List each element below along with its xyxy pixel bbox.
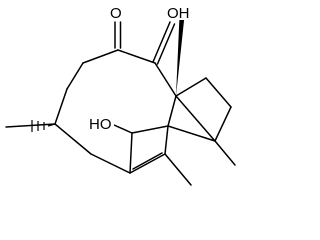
bond-c8-methyl bbox=[164, 153, 192, 186]
bond-c14-c15 bbox=[214, 106, 232, 142]
bond-c15-c10 bbox=[167, 125, 216, 142]
molecule-structure-canvas: O OH HO bbox=[5, 4, 236, 186]
bond-c10-c7 bbox=[131, 125, 169, 134]
bond-c4-c5 bbox=[54, 123, 92, 155]
atom-label-hydroxyl-top: OH bbox=[167, 5, 190, 22]
bond-c6-c8-double bbox=[132, 152, 163, 170]
bond-c15-c11 bbox=[175, 95, 216, 142]
bond-c11-c10 bbox=[167, 95, 177, 127]
carbonyl-bond-right-a bbox=[152, 21, 171, 63]
hydroxyl-wedge-top bbox=[176, 16, 185, 96]
bond-c3-c4 bbox=[54, 88, 68, 125]
bond-c15-methyl bbox=[214, 140, 236, 166]
bond-c1-c2 bbox=[82, 49, 119, 64]
bond-c7-oh bbox=[113, 124, 133, 134]
atom-labels: O OH HO bbox=[88, 4, 190, 133]
bond-c2-c3 bbox=[66, 62, 84, 90]
bond-c8-c10 bbox=[164, 125, 169, 155]
atom-label-oxygen-left: O bbox=[110, 5, 122, 22]
fused-ring-system bbox=[129, 77, 236, 186]
bond-c13-c14 bbox=[205, 77, 232, 108]
bond-c6-c7 bbox=[129, 132, 133, 174]
bond-methyl-left bbox=[5, 123, 56, 128]
methyl-wedge-left bbox=[5, 120, 56, 132]
bond-c12-c11 bbox=[154, 62, 177, 97]
carbonyl-bond-right-b bbox=[156, 23, 176, 65]
macrocycle-ring bbox=[54, 49, 177, 174]
bond-c6-c8 bbox=[129, 153, 166, 174]
bond-c1-c12 bbox=[117, 49, 156, 64]
bond-c11-c13 bbox=[175, 77, 207, 97]
bond-c5-c6 bbox=[90, 153, 131, 174]
atom-label-hydroxyl-lower: HO bbox=[89, 116, 112, 133]
ketone-groups bbox=[114, 21, 176, 65]
skeletal-formula: O OH HO bbox=[5, 4, 236, 186]
